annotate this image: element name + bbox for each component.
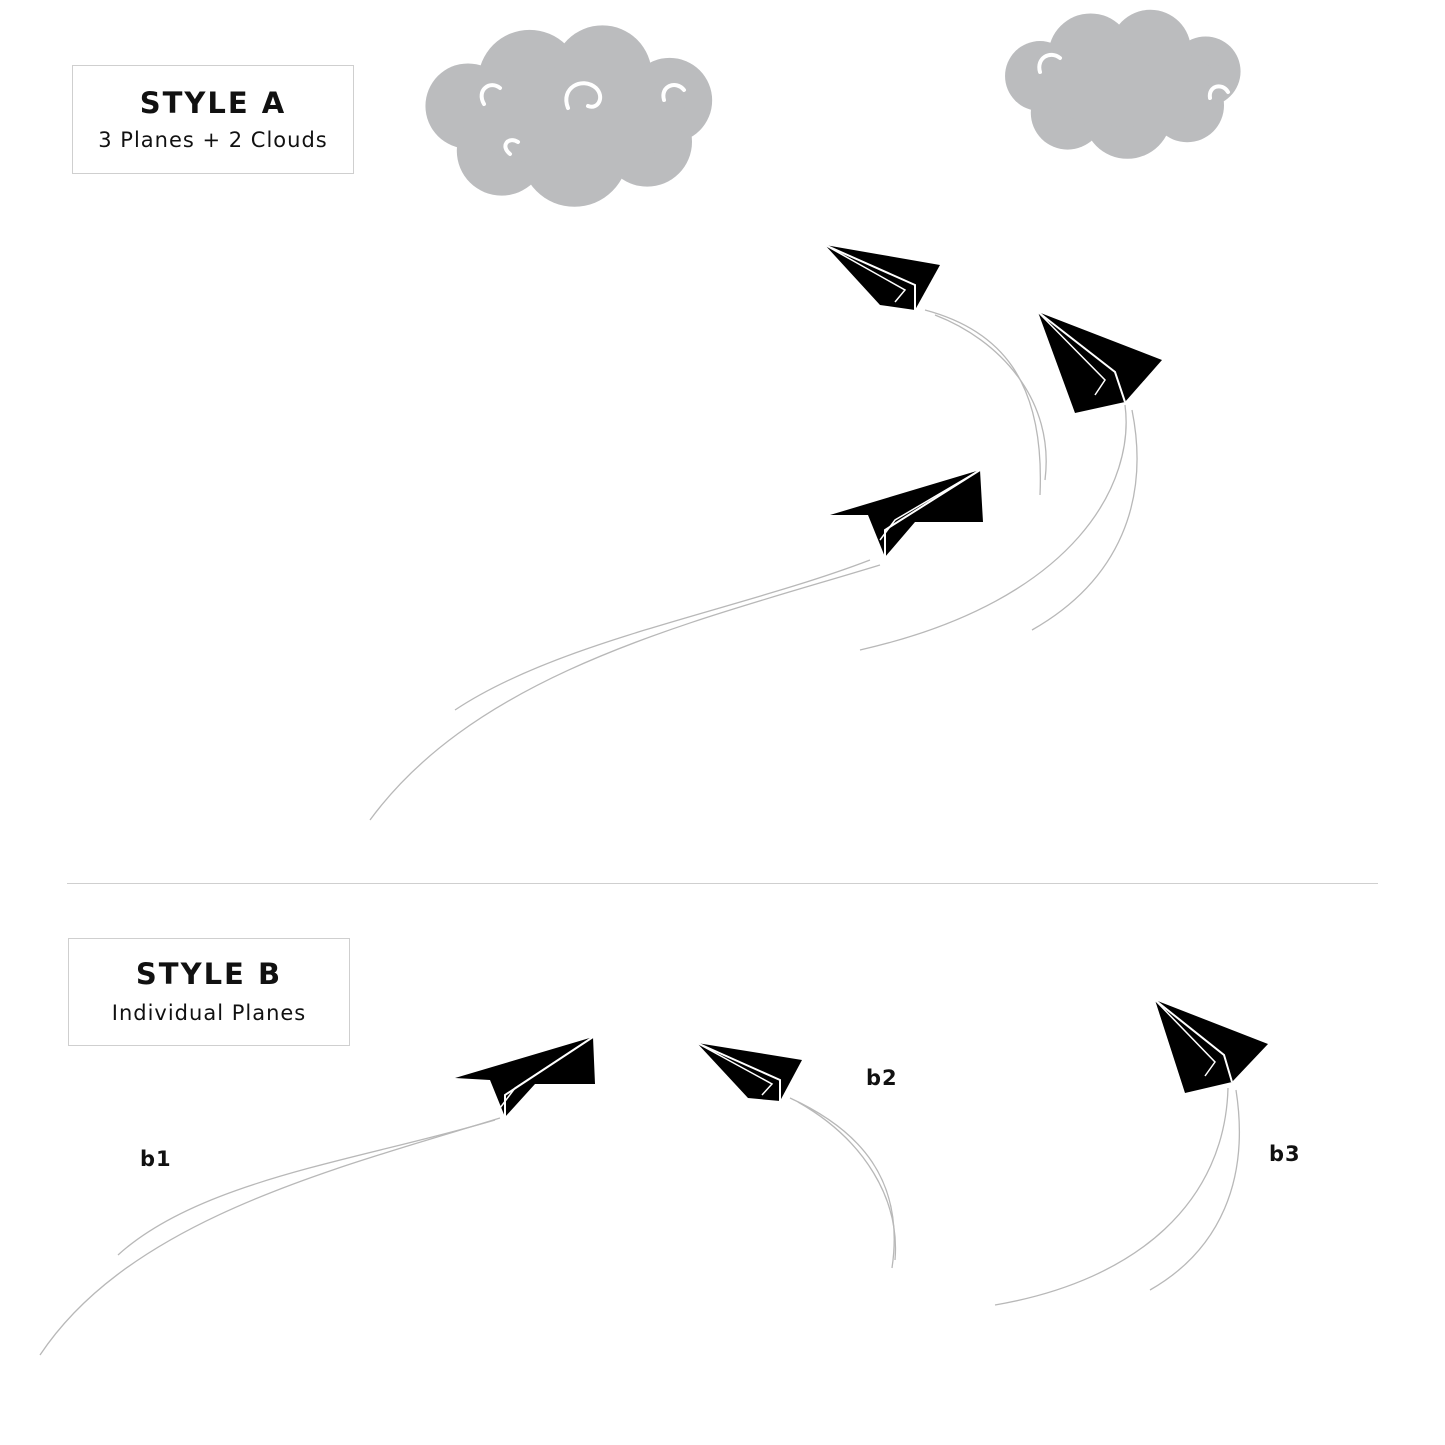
paper-plane-icon [1154,999,1268,1093]
plane-trail [369,309,1138,821]
variant-label-b1: b1 [140,1147,172,1171]
style-b-subtitle: Individual Planes [111,1001,307,1025]
cloud-icon [1005,9,1241,159]
style-b-title: STYLE B [135,957,283,991]
style-b-label-box: STYLE B Individual Planes [68,938,350,1046]
style-a-label-box: STYLE A 3 Planes + 2 Clouds [72,65,354,174]
cloud-swirl-detail [479,52,1230,156]
variant-label-b2: b2 [866,1066,898,1090]
variant-label-b3: b3 [1269,1142,1301,1166]
paper-plane-icon [830,469,983,557]
style-a-title: STYLE A [139,86,287,120]
section-divider [67,883,1378,884]
paper-plane-icon [696,1042,802,1101]
paper-plane-icon [455,1036,595,1117]
style-a-subtitle: 3 Planes + 2 Clouds [98,128,328,152]
paper-plane-icon [1037,311,1162,413]
plane-trail [39,1087,1240,1356]
cloud-icon [425,25,713,207]
paper-plane-icon [824,244,940,310]
